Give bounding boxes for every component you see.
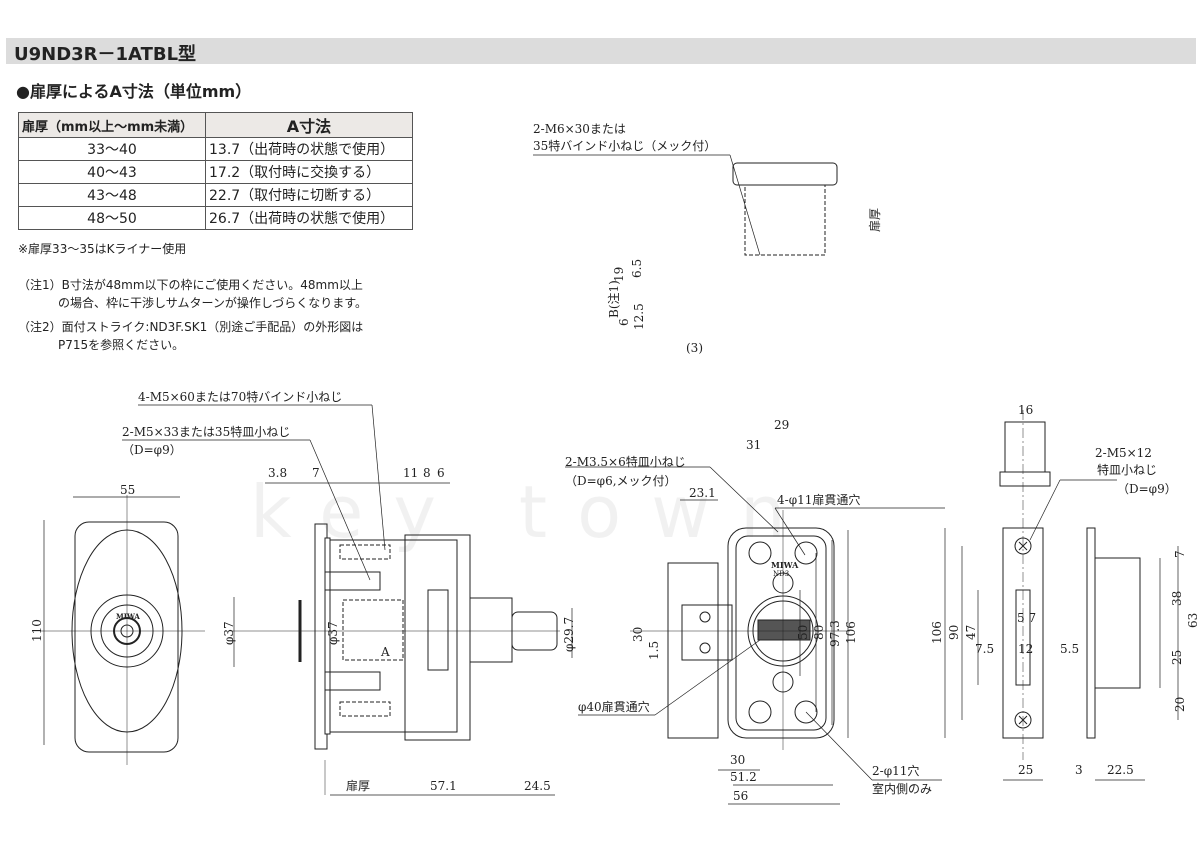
dim-57-1: 57.1 [430, 779, 457, 793]
cell-a-dimension: 17.2（取付時に交換する） [205, 160, 413, 184]
dim-51-2: 51.2 [730, 770, 757, 784]
front-escutcheon-view [40, 495, 205, 765]
dim-56: 56 [733, 789, 749, 803]
label-screw-m5x12-d: （D=φ9） [1117, 482, 1177, 496]
label-screw-m5x12: 2-M5×12 [1095, 446, 1152, 460]
brand-logo-mark-receiver: MIWA [771, 560, 799, 570]
section-heading: ●扉厚によるA寸法（単位mm） [16, 82, 252, 101]
label-screw-m5x33: 2-M5×33または35特皿小ねじ [122, 425, 291, 439]
note-2-line-2: P715を参照ください。 [58, 338, 185, 352]
label-screw-m6-2: 35特バインド小ねじ（メック付） [533, 139, 717, 153]
dim-3-right: 3 [1075, 763, 1083, 777]
note-1-line-1: （注1）B寸法が48mm以下の枠にご使用ください。48mm以上 [18, 278, 363, 292]
dim-6: 6 [617, 318, 631, 326]
model-mark-receiver: ND3 [773, 570, 790, 578]
top-section-view [533, 154, 838, 256]
dim-1-5: 1.5 [647, 640, 661, 660]
dim-8: 8 [423, 466, 431, 480]
dim-30-vertical: 30 [631, 626, 645, 642]
dim-7-5: 7.5 [975, 642, 995, 656]
dim-90: 90 [947, 624, 961, 640]
dim-106-right: 106 [930, 621, 944, 644]
dim-phi37-outer: φ37 [222, 621, 236, 645]
dim-11: 11 [403, 466, 419, 480]
dim-6: 6 [437, 466, 445, 480]
dim-110: 110 [30, 619, 44, 642]
title-bar: U9ND3R－1ATBL型 [6, 38, 1196, 65]
brand-logo-mark: MIWA [116, 612, 140, 621]
cell-a-dimension: 26.7（出荷時の状態で使用） [205, 206, 413, 230]
label-screw-m5x33-d: （D=φ9） [122, 443, 182, 457]
dim-3-8: 3.8 [268, 466, 288, 480]
dim-12: 12 [1018, 642, 1034, 656]
model-title: U9ND3R－1ATBL型 [14, 44, 197, 65]
dim-door-thickness-side: 扉厚 [346, 779, 371, 793]
label-4-phi11-holes: 4-φ11扉貫通穴 [777, 493, 861, 507]
dim-63: 63 [1186, 612, 1200, 628]
dim-5-7: 5 7 [1017, 611, 1037, 625]
dim-22-5: 22.5 [1107, 763, 1134, 777]
dim-5-5: 5.5 [1060, 642, 1080, 656]
cell-thickness: 43～48 [18, 183, 206, 207]
dim-7: 7 [312, 466, 320, 480]
label-screw-m6: 2-M6×30または [533, 122, 626, 136]
dim-50: 50 [796, 624, 810, 640]
footnote: ※扉厚33～35はKライナー使用 [18, 242, 187, 256]
dim-7-right: 7 [1173, 550, 1187, 558]
note-1-line-2: の場合、枠に干渉しサムターンが操作しづらくなります。 [58, 296, 368, 310]
dim-b-note1: B(注1) [607, 280, 621, 318]
dim-106-mid: 106 [844, 621, 858, 644]
dim-31: 31 [746, 438, 762, 452]
cell-thickness: 48～50 [18, 206, 206, 230]
dim-16: 16 [1018, 403, 1034, 417]
column-header-a-dimension: A寸法 [205, 112, 413, 138]
dim-3: (3) [686, 341, 703, 355]
label-indoor-only: 室内側のみ [872, 782, 933, 796]
strike-views [944, 410, 1179, 781]
dim-phi37-inner: φ37 [326, 621, 340, 645]
dim-30: 30 [730, 753, 746, 767]
dim-24-5: 24.5 [524, 779, 551, 793]
label-phi40-hole: φ40扉貫通穴 [578, 700, 650, 714]
dim-80: 80 [812, 624, 826, 640]
dim-6-5: 6.5 [630, 258, 644, 278]
dim-phi29-7: φ29.7 [562, 616, 576, 652]
dim-a: A [381, 645, 390, 659]
label-screw-m3-5-d: （D=φ6,メック付） [565, 474, 677, 488]
receiver-front-view [565, 466, 945, 805]
dim-55: 55 [120, 483, 136, 497]
label-screw-m5x12-2: 特皿小ねじ [1097, 463, 1158, 477]
dim-97-3: 97.3 [828, 620, 842, 647]
label-screw-m5x60: 4-M5×60または70特バインド小ねじ [138, 390, 343, 404]
dim-29: 29 [774, 418, 790, 432]
dim-47: 47 [964, 624, 978, 640]
side-view [122, 404, 573, 796]
cell-a-dimension: 22.7（取付時に切断する） [205, 183, 413, 207]
note-2-line-1: （注2）面付ストライク:ND3F.SK1（別途ご手配品）の外形図は [18, 320, 364, 334]
label-screw-m3-5: 2-M3.5×6特皿小ねじ [565, 455, 686, 469]
dim-38: 38 [1170, 590, 1184, 606]
dim-door-thickness: 扉厚 [868, 207, 882, 232]
cell-thickness: 33～40 [18, 137, 206, 161]
dim-25: 25 [1018, 763, 1034, 777]
dim-23-1: 23.1 [689, 486, 716, 500]
table-header-row: 扉厚（mm以上～mm未満） A寸法 [18, 112, 413, 138]
dim-25-vertical: 25 [1170, 649, 1184, 665]
dim-12-5: 12.5 [632, 303, 646, 330]
label-2-phi11-holes: 2-φ11穴 [872, 764, 920, 778]
cell-a-dimension: 13.7（出荷時の状態で使用） [205, 137, 413, 161]
dim-20: 20 [1173, 696, 1187, 712]
cell-thickness: 40～43 [18, 160, 206, 184]
